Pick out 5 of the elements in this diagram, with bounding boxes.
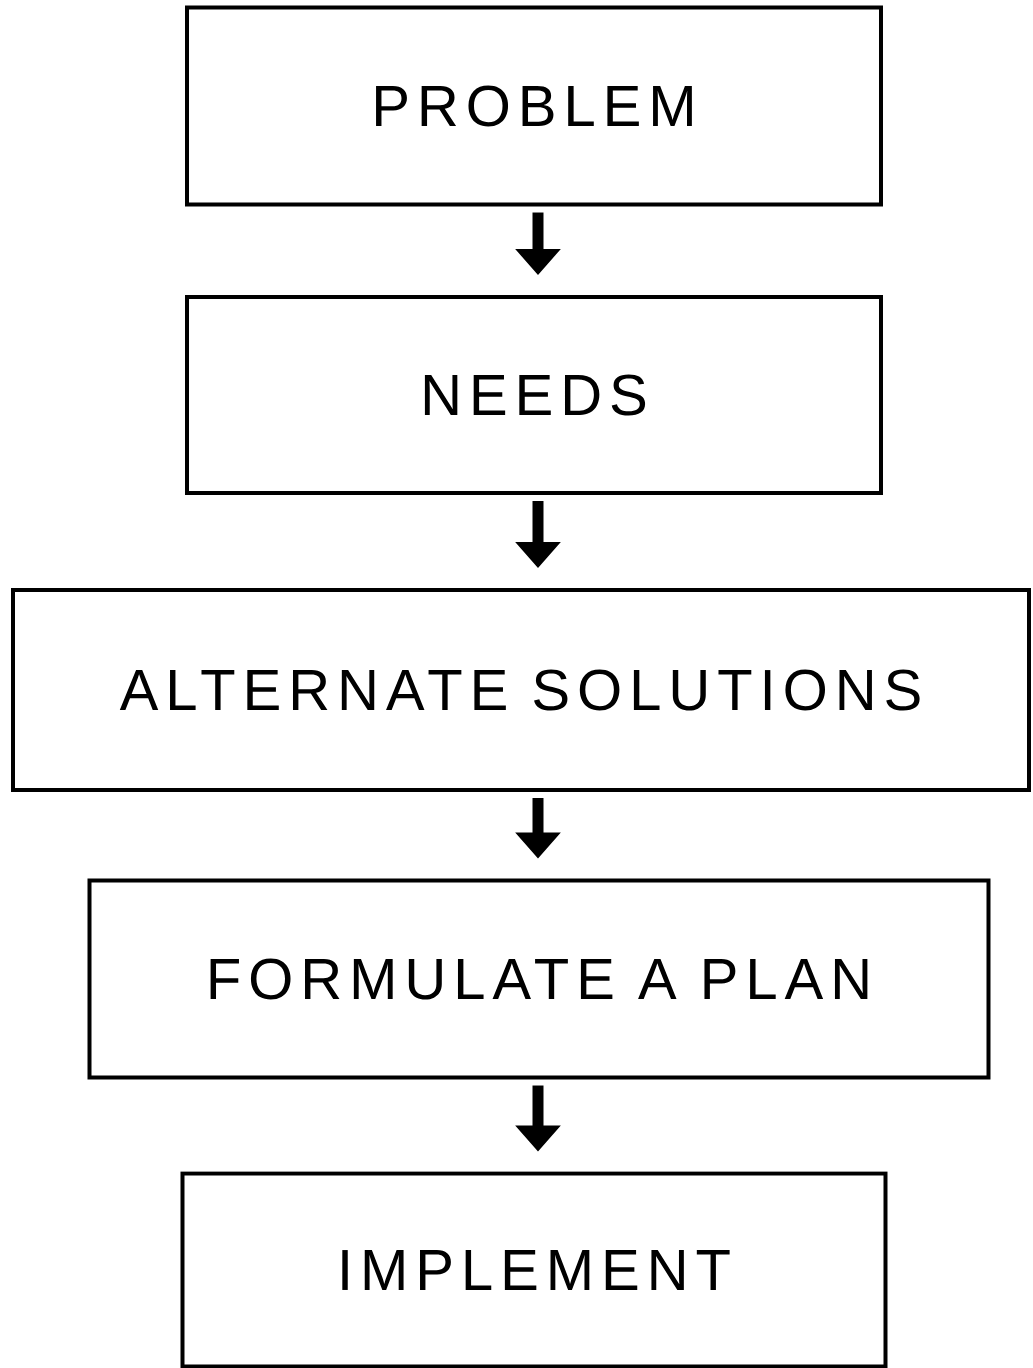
- process-box: NEEDS: [185, 295, 883, 495]
- process-box: IMPLEMENT: [180, 1171, 888, 1368]
- process-box: PROBLEM: [185, 5, 883, 207]
- process-box: ALTERNATE SOLUTIONS: [11, 588, 1031, 792]
- process-box: FORMULATE A PLAN: [87, 878, 991, 1080]
